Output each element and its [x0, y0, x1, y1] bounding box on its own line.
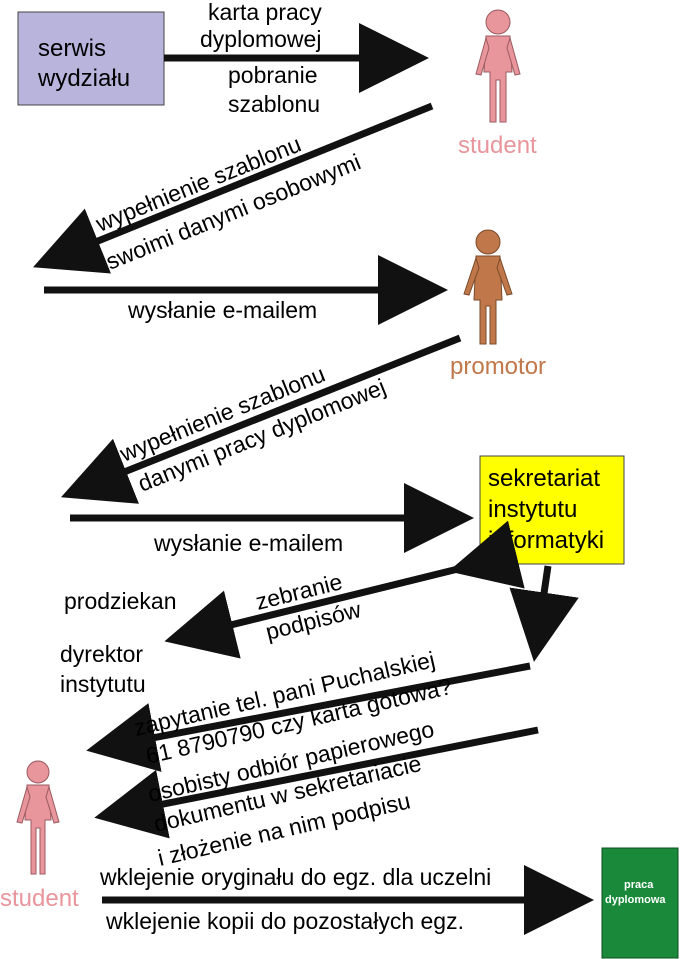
dyrektor-label-1: dyrektor	[60, 641, 143, 667]
sekretariat-label-1: sekretariat	[488, 465, 600, 492]
student-top-label: student	[458, 132, 537, 159]
edge-karta-1: karta pracy	[208, 0, 322, 25]
edge-pobranie-2: szablonu	[228, 91, 320, 117]
prodziekan-label: prodziekan	[64, 588, 177, 614]
edge-wklejenie-2: wklejenie kopii do pozostałych egz.	[105, 908, 464, 934]
edge-pobranie-1: pobranie	[228, 62, 318, 88]
praca-label-1: praca	[624, 879, 654, 891]
promotor-figure	[463, 229, 513, 345]
student-figure-top	[475, 9, 521, 123]
student-bottom-label: student	[0, 885, 79, 912]
praca-label-2: dyplomowa	[605, 894, 666, 906]
arrow-odbior	[94, 726, 539, 839]
dyrektor-label-2: instytutu	[60, 671, 146, 697]
student-figure-bottom	[16, 760, 60, 875]
arrow-sekretariat-down	[509, 565, 579, 662]
edge-karta-2: dyplomowej	[200, 26, 321, 52]
arrow-zapytanie	[86, 662, 531, 772]
serwis-label-2: wydziału	[37, 65, 130, 92]
serwis-box	[17, 11, 165, 106]
edge-wklejenie-1: wklejenie oryginału do egz. dla uczelni	[99, 864, 491, 890]
edge-wyslanie2: wysłanie e-mailem	[153, 530, 343, 556]
praca-box	[601, 847, 679, 959]
arrow-zebranie	[164, 520, 525, 659]
edge-wyslanie1: wysłanie e-mailem	[127, 297, 317, 323]
sekretariat-label-3: informatyki	[488, 527, 604, 554]
serwis-label-1: serwis	[38, 35, 106, 62]
promotor-label: promotor	[450, 353, 546, 380]
arrow-wypelnienie-2	[60, 334, 462, 504]
arrow-wypelnienie-1	[33, 102, 434, 274]
sekretariat-label-2: instytutu	[488, 496, 577, 523]
